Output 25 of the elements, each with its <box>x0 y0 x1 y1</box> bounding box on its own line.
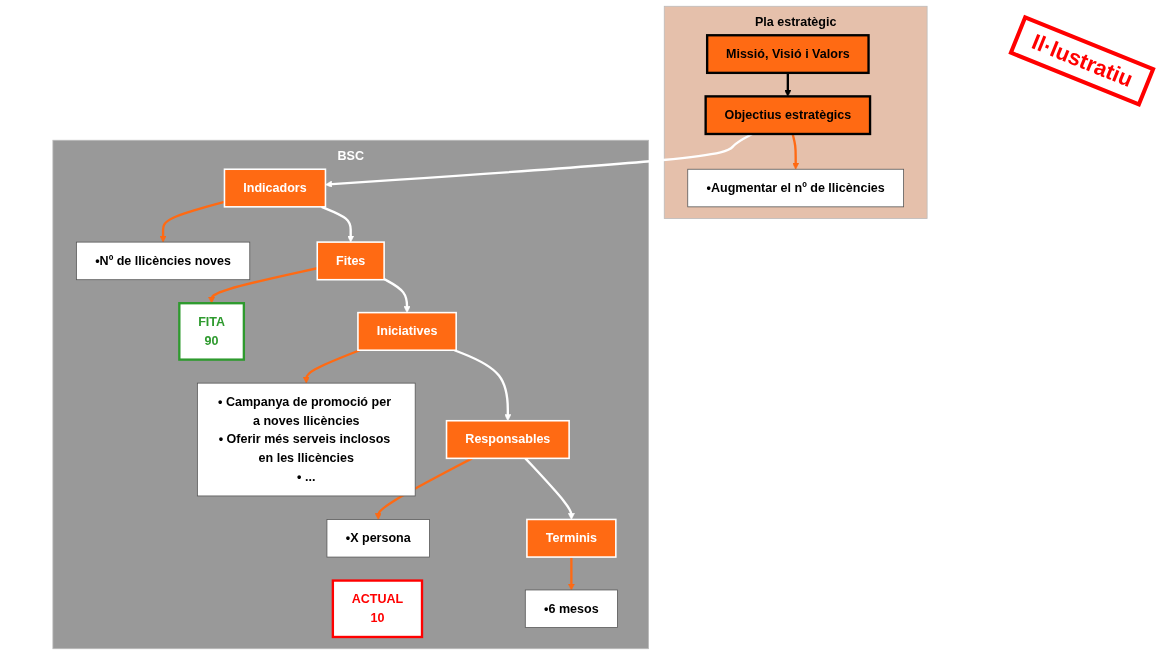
arrow <box>374 457 473 520</box>
arrow <box>784 72 792 97</box>
arrow <box>321 205 355 243</box>
arrow <box>454 349 512 422</box>
node-box: •X persona <box>326 519 430 558</box>
arrow <box>567 557 575 591</box>
arrow <box>208 267 318 304</box>
arrow <box>159 200 225 243</box>
node-box: Missió, Visió i Valors <box>705 34 870 75</box>
node-box: FITA 90 <box>178 302 246 361</box>
node-box: Responsables <box>445 419 570 460</box>
node-box: •Nº de llicències noves <box>76 241 251 281</box>
arrow <box>524 457 575 520</box>
arrow <box>302 349 361 384</box>
arrow <box>383 278 411 313</box>
node-box: •6 mesos <box>524 589 618 628</box>
node-box: Objectius estratègics <box>704 95 872 136</box>
node-box: Terminis <box>526 518 617 558</box>
node-box: Iniciatives <box>357 311 457 351</box>
node-box: •Augmentar el nº de llicències <box>687 168 904 208</box>
node-box: Fites <box>316 241 385 281</box>
arrow <box>791 133 800 170</box>
node-box: Indicadors <box>223 168 327 208</box>
node-box: ACTUAL 10 <box>331 579 424 639</box>
node-box: • Campanya de promoció per a noves llicències • Oferir més serveis inclosos en les llicències • ... <box>197 382 416 497</box>
